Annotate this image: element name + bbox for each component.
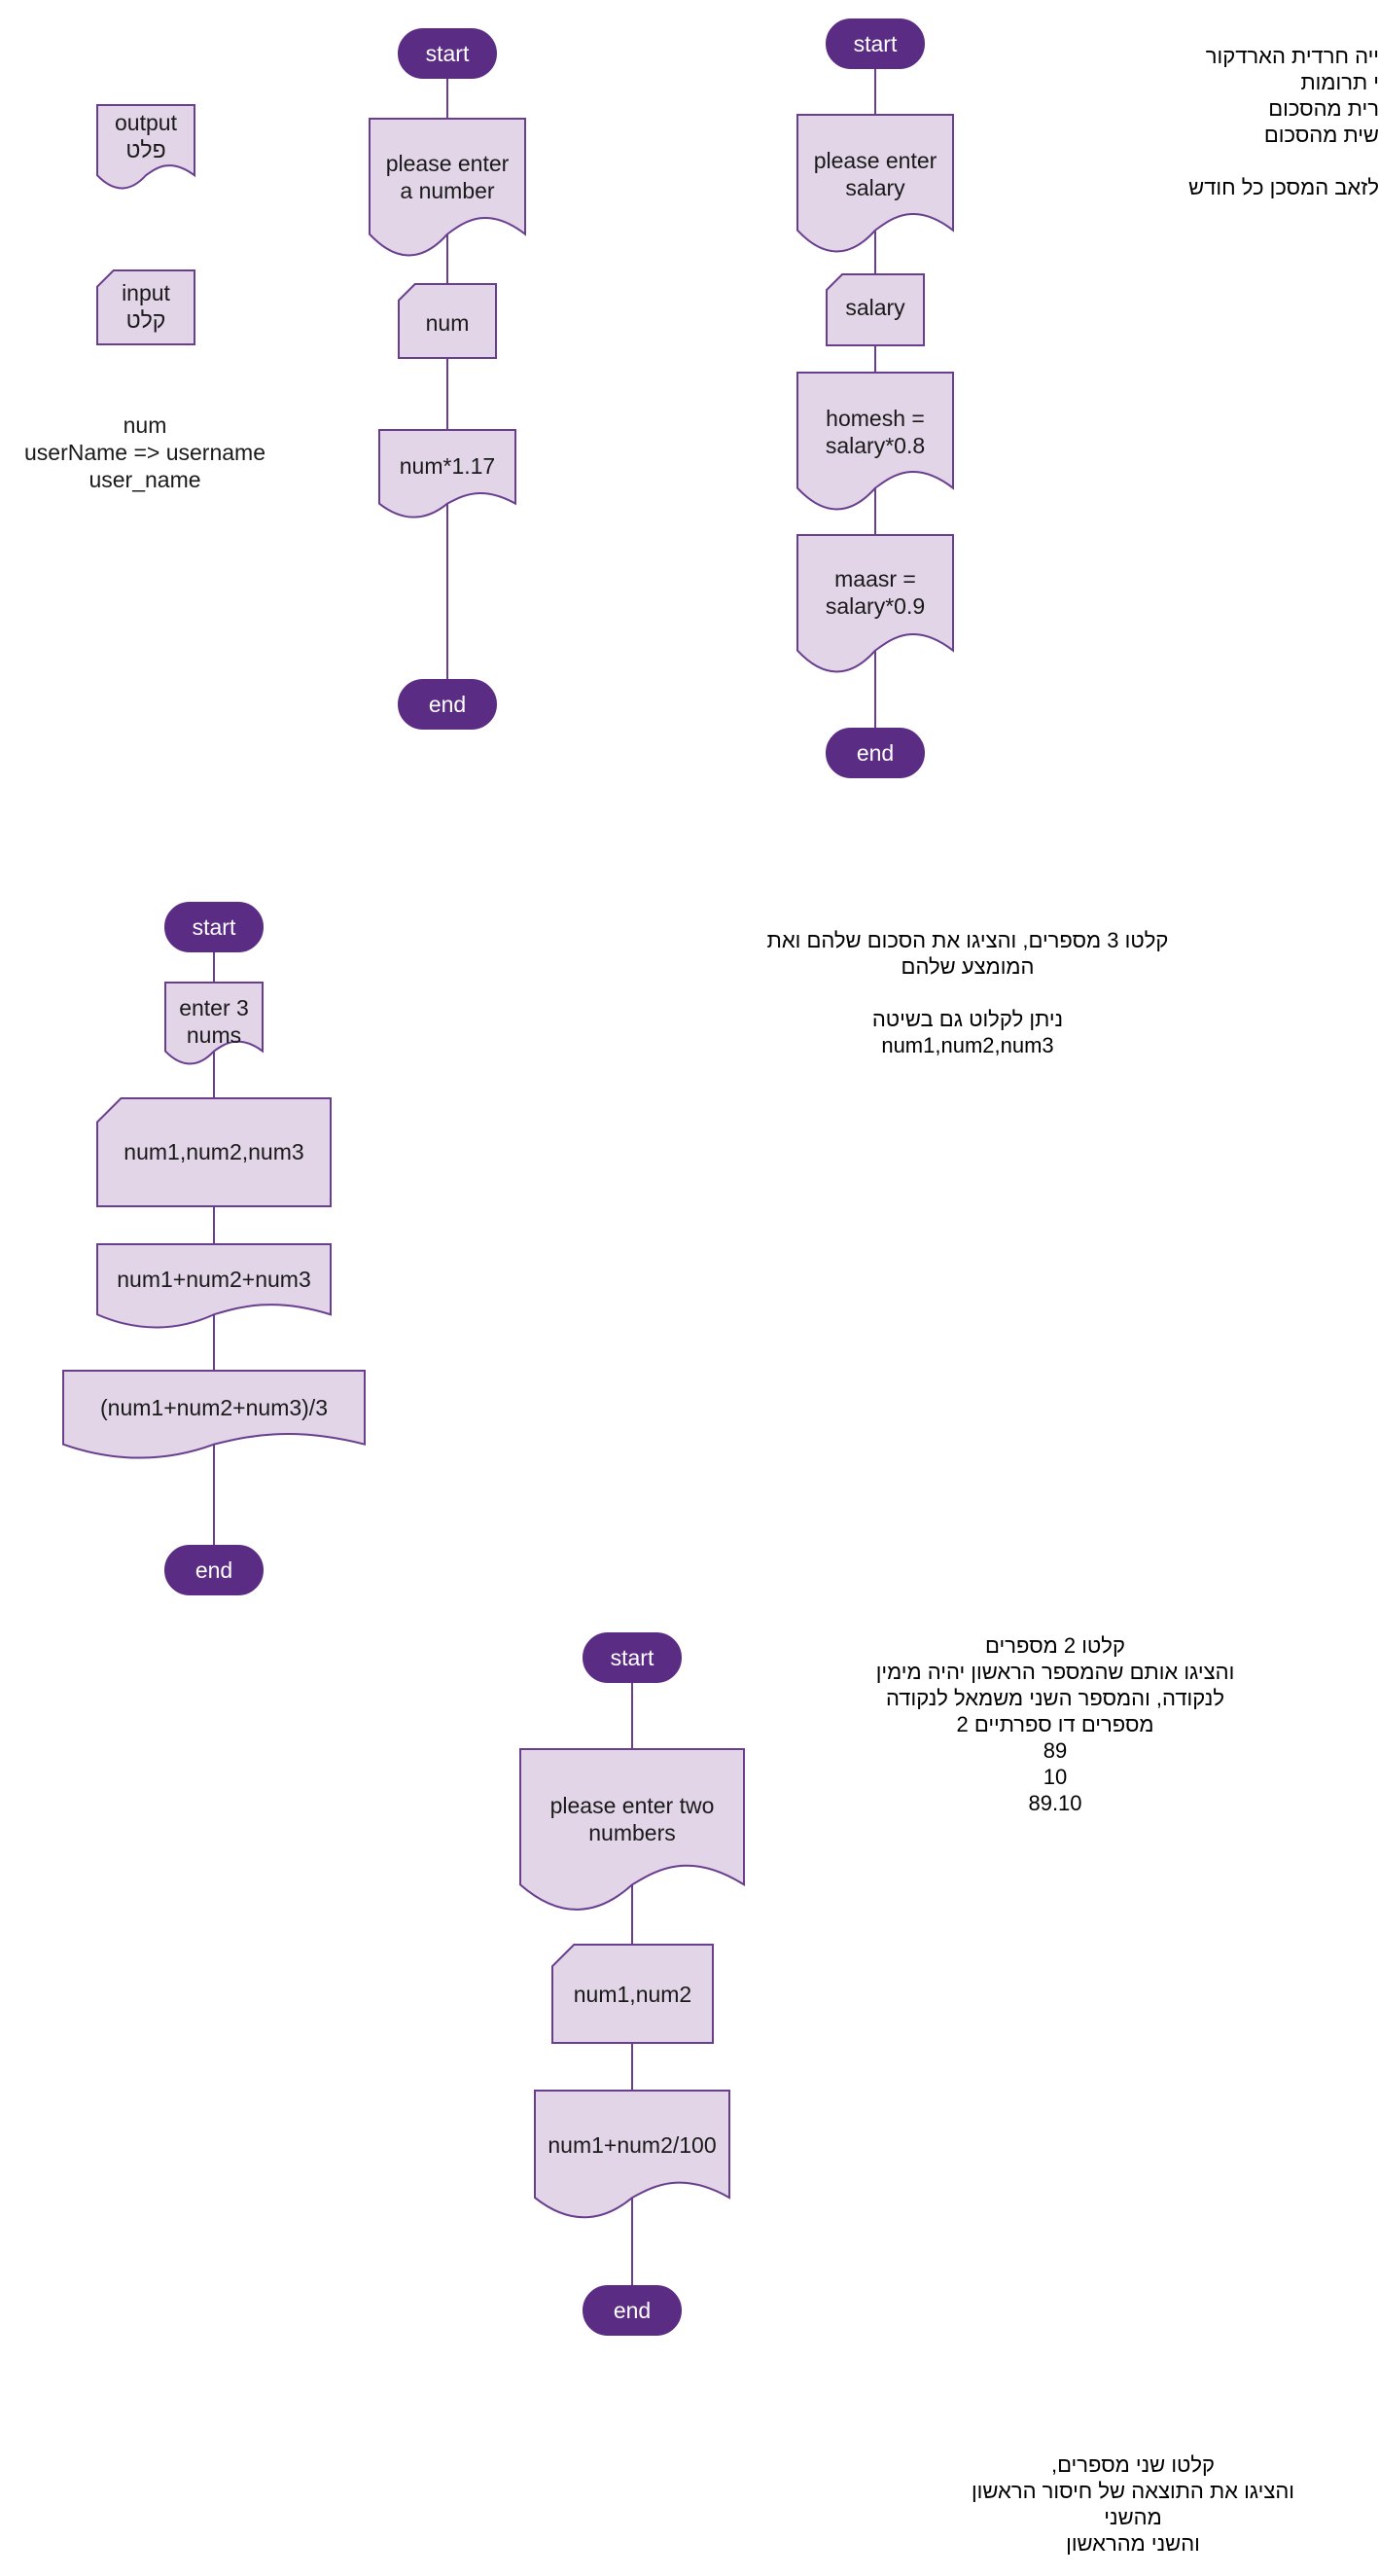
flow2-maasr-label: maasr = salary*0.9 <box>825 566 926 619</box>
flow3-avg-label: (num1+num2+num3)/3 <box>100 1395 328 1420</box>
flow2-start-shape <box>826 18 925 69</box>
note-task-two-numbers: קלטו 2 מספרים והציגו אותם שהמספר הראשון … <box>875 1633 1235 1815</box>
flow3-start-shape <box>164 902 264 952</box>
flow3-start-label: start <box>192 914 236 940</box>
flow4-output-label: num1+num2/100 <box>548 2132 717 2158</box>
flow2-prompt-shape <box>796 114 954 253</box>
flow2-maasr-shape <box>796 534 954 673</box>
flow1-input-shape <box>398 283 497 359</box>
flow4-prompt-shape <box>519 1748 745 1911</box>
flow3-end-label: end <box>194 1557 233 1583</box>
flow1-start-label: start <box>425 41 470 66</box>
flow4-output-shape <box>534 2090 730 2219</box>
flow3-end-shape <box>164 1545 264 1595</box>
flow3-avg-shape <box>62 1370 366 1459</box>
flow1-output-shape <box>378 429 516 519</box>
flow3-prompt-shape <box>164 982 264 1065</box>
flow2-homesh-shape <box>796 372 954 511</box>
legend-output-label: output פלט <box>115 110 177 162</box>
note-top-right: ייה חרדית הארדקור י תרומות רית מהסכום שי… <box>1188 44 1379 199</box>
flow2-input-shape <box>826 273 925 346</box>
flow1-prompt-shape <box>369 118 526 257</box>
flow4-start-shape <box>583 1632 682 1683</box>
flow1-start-shape <box>398 28 497 79</box>
flow1-end-label: end <box>428 692 467 717</box>
flow3-input-shape <box>96 1097 332 1207</box>
flow2-prompt-label: please enter salary <box>813 148 937 200</box>
flow2-end-shape <box>826 728 925 778</box>
flow3-sum-shape <box>96 1243 332 1329</box>
flow1-prompt-label: please enter a number <box>385 151 510 203</box>
flow1-input-label: num <box>425 310 470 336</box>
flow3-input-label: num1,num2,num3 <box>124 1139 304 1164</box>
flow1-end-shape <box>398 679 497 730</box>
flow4-prompt-label: please enter two numbers <box>549 1793 715 1845</box>
flow4-end-shape <box>583 2285 682 2336</box>
legend-input-shape <box>96 269 195 345</box>
note-task-three-numbers: קלטו 3 מספרים, והציגו את הסכום שלהם ואת … <box>766 928 1169 1057</box>
flow2-homesh-label: homesh = salary*0.8 <box>825 406 926 458</box>
flow3-prompt-label: enter 3 nums <box>179 995 249 1048</box>
flow2-input-label: salary <box>845 295 905 320</box>
flow1-output-label: num*1.17 <box>399 453 496 479</box>
naming-conventions-text: num userName => username user_name <box>23 412 265 492</box>
flow3-sum-label: num1+num2+num3 <box>117 1267 311 1292</box>
legend-input-label: input קלט <box>122 280 170 333</box>
legend-output-shape <box>96 104 195 190</box>
flow4-end-label: end <box>613 2298 652 2323</box>
flow4-input-shape <box>551 1944 714 2044</box>
flow2-start-label: start <box>853 31 898 56</box>
flowchart-shapes <box>62 18 954 2336</box>
note-task-subtraction: קלטו שני מספרים, והציגו את התוצאה של חיס… <box>971 2452 1295 2556</box>
flow4-start-label: start <box>610 1645 654 1670</box>
flow2-end-label: end <box>856 740 895 766</box>
flow4-input-label: num1,num2 <box>573 1982 692 2007</box>
